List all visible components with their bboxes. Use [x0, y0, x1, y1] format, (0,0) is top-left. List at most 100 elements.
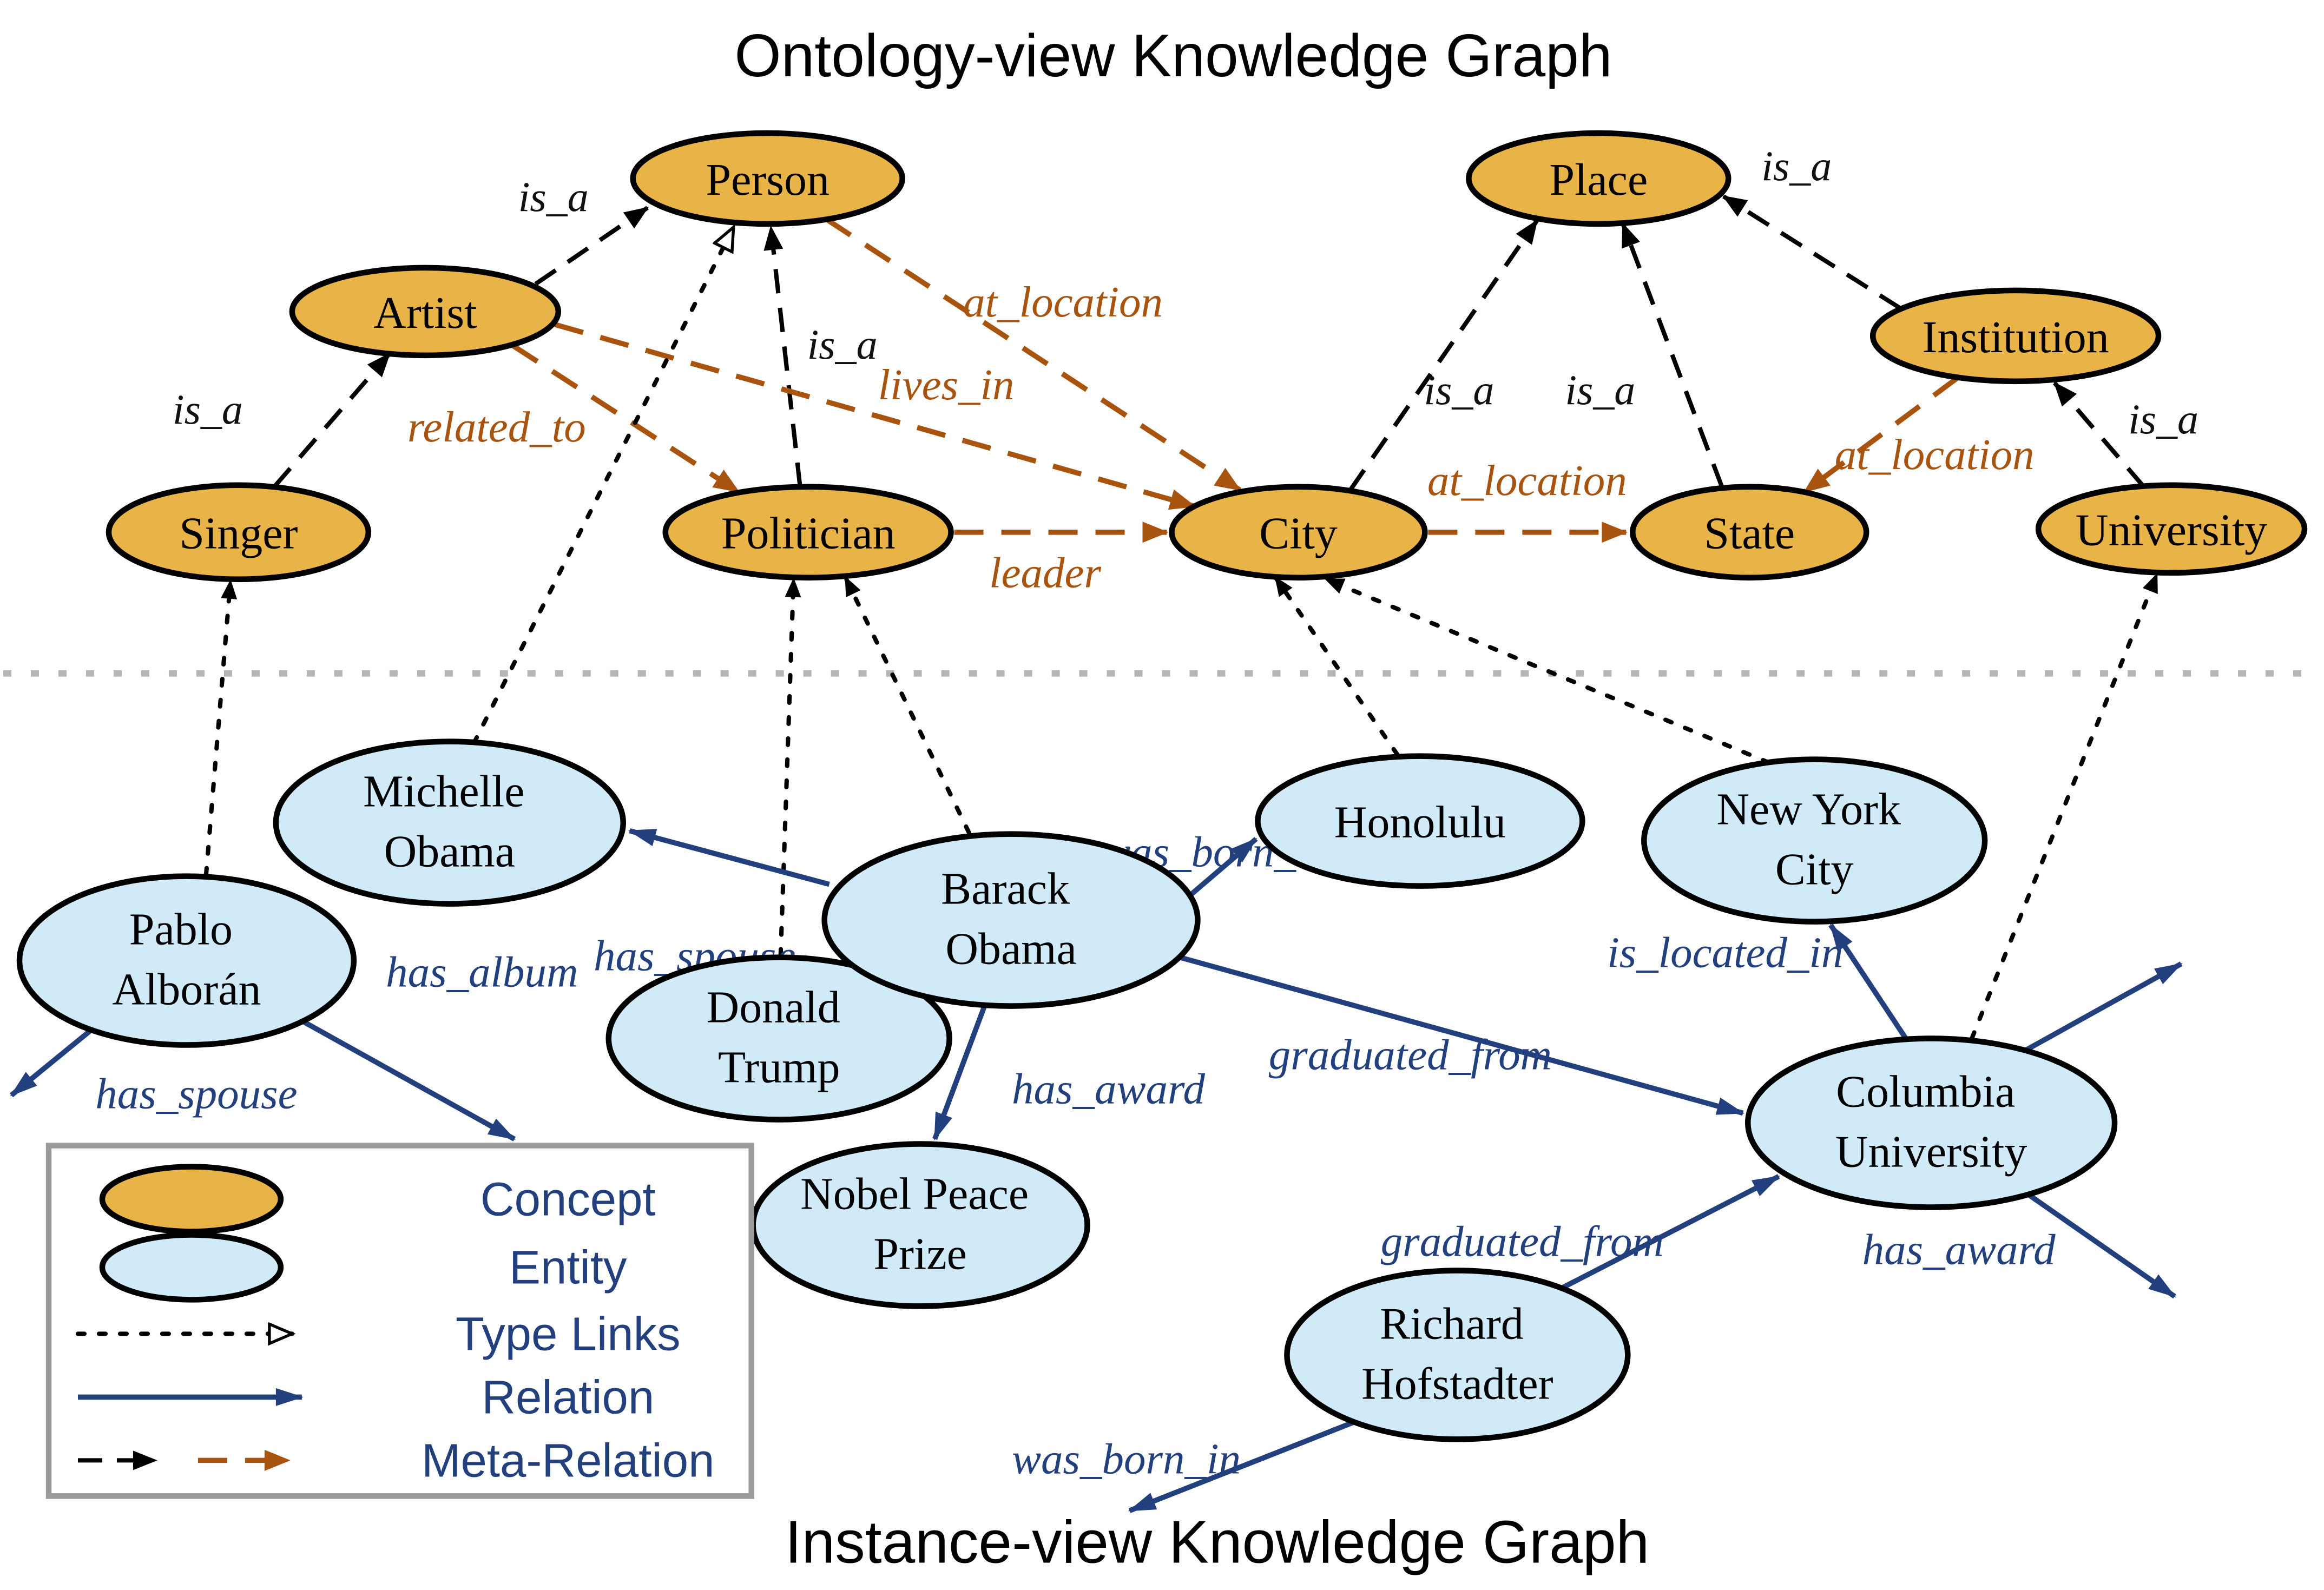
edge-label-is-a-city: is_a [1424, 367, 1494, 413]
relation-pablo-has-spouse-out [9, 1020, 102, 1098]
new-york-city-label: New York City [1716, 784, 1912, 895]
concept-node-university: University [2035, 482, 2308, 576]
edge-is-a-singer-artist [272, 352, 391, 489]
edge-label-at-location-institution-state: at_location [1835, 430, 2035, 479]
relation-barack-nobel-has-award [932, 1003, 988, 1141]
columbia-university-line1: Columbia [1836, 1067, 2015, 1117]
edge-label-has-album-pablo: has_album [386, 948, 578, 997]
university-ellipse [2035, 482, 2308, 576]
entity-node-donald-trump: Donald Trump [605, 954, 952, 1123]
richard-hofstadter-line1: Richard [1380, 1298, 1524, 1349]
concept-node-politician: Politician [662, 484, 954, 580]
donald-trump-line1: Donald [707, 982, 840, 1033]
edge-label-has-award-columbia: has_award [1862, 1225, 2056, 1274]
pablo-alboran-line2: Alborán [112, 965, 261, 1015]
entity-node-honolulu: Honolulu [1255, 753, 1585, 889]
edge-label-is-a-state: is_a [1565, 367, 1635, 413]
new-york-city-line2: City [1775, 845, 1854, 895]
institution-ellipse [1869, 287, 2162, 385]
concept-node-person: Person [630, 130, 905, 227]
entity-node-michelle-obama: Michelle Obama [273, 738, 626, 907]
edge-label-has-award-barack: has_award [1012, 1065, 1205, 1113]
pablo-alboran-line1: Pablo [129, 905, 233, 955]
donald-trump-ellipse [605, 954, 952, 1123]
place-ellipse [1466, 130, 1732, 227]
person-label: Person [706, 155, 829, 205]
institution-label: Institution [1923, 312, 2109, 362]
nobel-peace-prize-label: Nobel Peace Prize [800, 1169, 1040, 1279]
donald-trump-label: Donald Trump [707, 982, 852, 1093]
richard-hofstadter-line2: Hofstadter [1361, 1358, 1553, 1409]
entity-node-columbia-university: Columbia University [1744, 1035, 2118, 1210]
edge-is-a-university-institution [2053, 381, 2146, 489]
legend-concept-ellipse-icon [99, 1164, 284, 1235]
columbia-university-line2: University [1835, 1126, 2027, 1177]
edge-label-is-a-university: is_a [2128, 396, 2198, 443]
columbia-university-ellipse [1744, 1035, 2118, 1210]
relation-barack-michelle-has-spouse [628, 828, 830, 887]
edge-is-a-city-place [1348, 219, 1539, 492]
michelle-obama-line1: Michelle [363, 767, 524, 817]
legend-type-links-label: Type Links [456, 1308, 681, 1360]
legend-relation-label: Relation [482, 1371, 654, 1423]
concept-node-artist: Artist [289, 265, 562, 359]
barack-obama-label: Barack Obama [941, 864, 1081, 974]
entity-node-new-york-city: New York City [1641, 756, 1988, 925]
new-york-city-line1: New York [1716, 784, 1901, 835]
meta-relation-edges [511, 216, 1959, 543]
michelle-obama-line2: Obama [384, 827, 515, 877]
edge-label-is-a-politician: is_a [807, 321, 878, 368]
richard-hofstadter-ellipse [1284, 1268, 1631, 1442]
university-label: University [2076, 505, 2268, 556]
entity-node-richard-hofstadter: Richard Hofstadter [1284, 1268, 1631, 1442]
new-york-city-ellipse [1641, 756, 1988, 925]
barack-obama-line2: Obama [945, 924, 1076, 974]
honolulu-ellipse [1255, 753, 1585, 889]
city-ellipse [1169, 484, 1428, 580]
barack-obama-ellipse [821, 831, 1201, 1009]
relation-richard-columbia-graduated-from [1557, 1174, 1780, 1292]
pablo-alboran-ellipse [16, 873, 357, 1048]
barack-obama-line1: Barack [941, 864, 1070, 914]
type-link-nyc-city [1324, 577, 1772, 765]
relation-columbia-nyc-is-located-in [1828, 923, 1910, 1042]
edge-label-is-a-singer: is_a [173, 386, 243, 433]
state-ellipse [1630, 484, 1869, 580]
edge-label-has-spouse-pablo: has_spouse [95, 1070, 297, 1118]
edge-label-graduated-from-barack: graduated_from [1269, 1031, 1552, 1079]
legend: Concept Entity Type Links Relation Meta-… [45, 1143, 754, 1499]
relation-pablo-has-album-out [297, 1017, 516, 1142]
type-link-columbia-university [1970, 572, 2160, 1041]
edge-label-lives-in: lives_in [878, 360, 1015, 409]
singer-ellipse [106, 482, 372, 582]
nobel-peace-prize-line1: Nobel Peace [800, 1169, 1029, 1219]
edge-is-a-politician-person [763, 225, 802, 487]
michelle-obama-label: Michelle Obama [363, 767, 536, 877]
honolulu-label: Honolulu [1334, 797, 1506, 848]
politician-ellipse [662, 484, 954, 580]
person-ellipse [630, 130, 905, 227]
edge-label-is-located-in: is_located_in [1607, 928, 1843, 977]
type-link-edges [203, 227, 2160, 1041]
type-link-honolulu-city [1273, 575, 1400, 757]
city-label: City [1259, 509, 1338, 559]
edge-label-graduated-from-richard: graduated_from [1381, 1217, 1664, 1265]
richard-hofstadter-label: Richard Hofstadter [1361, 1298, 1553, 1409]
ontology-title: Ontology-view Knowledge Graph [734, 22, 1612, 89]
type-link-donald-politician [778, 577, 801, 958]
politician-label: Politician [721, 509, 896, 559]
relation-columbia-out-up-right [2019, 961, 2183, 1055]
legend-concept-label: Concept [480, 1173, 656, 1225]
relation-columbia-has-award-out [2012, 1182, 2176, 1299]
edge-label-related-to: related_to [407, 403, 586, 451]
edge-is-a-state-place [1621, 222, 1724, 488]
entity-node-pablo-alboran: Pablo Alborán [16, 873, 357, 1048]
relation-barack-honolulu-was-born-in [1188, 836, 1258, 898]
type-link-pablo-singer [203, 578, 238, 877]
edge-at-location-institution-state [1803, 375, 1959, 494]
legend-entity-label: Entity [509, 1241, 627, 1294]
concept-node-state: State [1630, 484, 1869, 580]
concept-node-city: City [1169, 484, 1428, 580]
instance-title: Instance-view Knowledge Graph [785, 1508, 1650, 1575]
legend-meta-relation-label: Meta-Relation [422, 1434, 714, 1487]
